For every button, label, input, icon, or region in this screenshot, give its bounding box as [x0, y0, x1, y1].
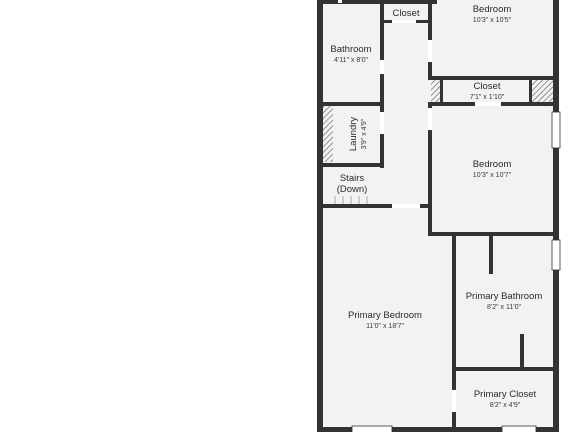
room-dims-primary-bedroom: 11'0" x 18'7" — [366, 323, 404, 330]
room-name-bedroom-top: Bedroom — [473, 4, 512, 15]
closet-shelf-right — [531, 80, 553, 102]
room-name-laundry: Laundry — [348, 117, 359, 152]
laundry-shelf — [321, 104, 333, 162]
room-dims-primary-bathroom: 8'2" x 11'0" — [487, 304, 521, 311]
room-name-primary-bedroom: Primary Bedroom — [348, 310, 422, 321]
room-dims-stairs: (Down) — [337, 184, 368, 195]
room-dims-closet-mid: 7'1" x 1'10" — [470, 94, 505, 101]
room-dims-primary-closet: 8'2" x 4'9" — [490, 402, 521, 409]
door-openings — [380, 20, 501, 412]
room-name-bedroom-mid: Bedroom — [473, 159, 512, 170]
room-name-closet-upper: Closet — [393, 8, 420, 19]
room-name-stairs: Stairs — [340, 173, 365, 184]
room-name-primary-closet: Primary Closet — [474, 389, 537, 400]
windows — [351, 111, 561, 432]
room-name-closet-mid: Closet — [474, 81, 501, 92]
room-name-bathroom: Bathroom — [330, 44, 371, 55]
closet-shelf-left — [431, 80, 442, 102]
room-dims-bathroom: 4'11" x 8'0" — [334, 57, 368, 64]
room-name-primary-bathroom: Primary Bathroom — [466, 291, 543, 302]
room-dims-laundry: 3'9" x 4'9" — [361, 118, 368, 149]
floor-area — [320, 0, 556, 432]
room-dims-bedroom-top: 10'3" x 10'5" — [473, 17, 512, 24]
room-dims-bedroom-mid: 10'3" x 10'7" — [473, 172, 512, 179]
